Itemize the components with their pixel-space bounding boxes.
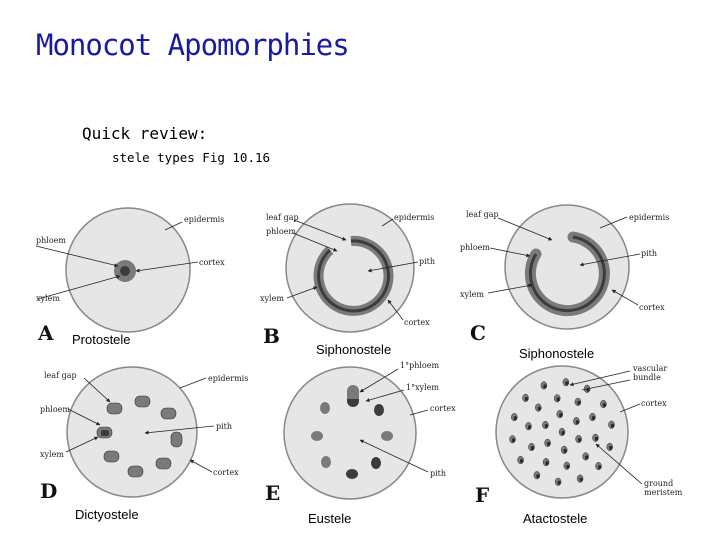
bundle-xylem bbox=[578, 438, 582, 442]
caption-protostele: Protostele bbox=[72, 332, 131, 347]
bundle-xylem bbox=[597, 465, 602, 470]
review-heading: Quick review: bbox=[82, 124, 208, 143]
panel-f-atactostele: vascular bundle cortex ground meristem F bbox=[475, 364, 683, 507]
label-xylem: xylem bbox=[460, 290, 484, 299]
scattered-vascular-bundles bbox=[509, 378, 615, 486]
bundle-xylem bbox=[609, 445, 613, 450]
bundle-xylem bbox=[556, 397, 560, 402]
label-cortex: cortex bbox=[199, 258, 225, 267]
bundle-xylem bbox=[610, 423, 615, 428]
bundle-xylem bbox=[530, 446, 535, 450]
bundle-xylem bbox=[575, 420, 580, 425]
label-bundle: bundle bbox=[633, 373, 661, 382]
label-pith: pith bbox=[419, 257, 435, 266]
caption-atactostele: Atactostele bbox=[523, 511, 588, 526]
bundle-xylem bbox=[563, 448, 567, 453]
label-epidermis: epidermis bbox=[208, 374, 248, 383]
label-leaf-gap: leaf gap bbox=[266, 213, 299, 222]
label-pith: pith bbox=[430, 469, 446, 478]
bundle-xylem bbox=[513, 416, 517, 421]
label-cortex: cortex bbox=[213, 468, 239, 477]
label-leaf-gap: leaf gap bbox=[466, 210, 499, 219]
xylem-ring bbox=[528, 235, 606, 313]
panel-letter: F bbox=[475, 483, 489, 507]
xylem-ring bbox=[317, 239, 391, 313]
label-cortex: cortex bbox=[639, 303, 665, 312]
meristele-bundles bbox=[96, 395, 183, 478]
bundle-xylem bbox=[544, 424, 549, 428]
panel-c-siphonostele: leaf gap epidermis phloem pith xylem cor… bbox=[460, 204, 669, 345]
bundle-xylem bbox=[591, 416, 596, 420]
bundle-xylem bbox=[537, 406, 541, 411]
bundle-xylem bbox=[559, 413, 563, 418]
label-phloem: phloem bbox=[460, 243, 490, 252]
caption-siphonostele-b: Siphonostele bbox=[316, 342, 392, 357]
label-epidermis: epidermis bbox=[394, 213, 434, 222]
label-meristem: meristem bbox=[644, 488, 683, 497]
caption-siphonostele-c: Siphonostele bbox=[519, 346, 595, 361]
bundle-xylem bbox=[527, 425, 532, 430]
xylem-core bbox=[120, 266, 130, 276]
label-cortex: cortex bbox=[430, 404, 456, 413]
bundle-xylem bbox=[594, 436, 599, 441]
bundle-xylem bbox=[511, 438, 516, 443]
panel-letter: E bbox=[265, 481, 280, 505]
bundle-xylem bbox=[585, 455, 589, 460]
slide-title: Monocot Apomorphies bbox=[36, 28, 350, 62]
label-xylem: xylem bbox=[36, 294, 60, 303]
bundle-xylem bbox=[520, 459, 524, 463]
panel-letter: C bbox=[470, 321, 486, 345]
bundle-xylem bbox=[557, 480, 561, 485]
panel-d-dictyostele: leaf gap epidermis phloem pith xylem cor… bbox=[40, 366, 248, 503]
panel-letter: B bbox=[263, 324, 280, 348]
stem-cross-section bbox=[283, 366, 417, 500]
panel-letter: D bbox=[40, 479, 57, 503]
panel-b-siphonostele: leaf gap epidermis phloem pith xylem cor… bbox=[260, 203, 435, 348]
bundle-xylem bbox=[545, 461, 549, 466]
caption-dictyostele: Dictyostele bbox=[75, 507, 139, 522]
bundle-xylem bbox=[577, 400, 581, 405]
label-primary-phloem: 1°phloem bbox=[400, 361, 439, 370]
label-pith: pith bbox=[216, 422, 232, 431]
bundle-xylem bbox=[547, 441, 551, 446]
bundle-xylem bbox=[566, 464, 570, 469]
bundle-xylem bbox=[602, 403, 607, 407]
label-xylem: xylem bbox=[40, 450, 64, 459]
label-cortex: cortex bbox=[404, 318, 430, 327]
bundle-xylem bbox=[561, 431, 565, 435]
bundle-xylem bbox=[543, 384, 547, 389]
label-primary-xylem: 1°xylem bbox=[406, 383, 439, 392]
label-phloem: phloem bbox=[40, 405, 70, 414]
label-cortex: cortex bbox=[641, 399, 667, 408]
bundle-xylem bbox=[565, 381, 569, 386]
label-phloem: phloem bbox=[266, 227, 296, 236]
vascular-bundles bbox=[311, 385, 393, 479]
bundle-xylem bbox=[536, 474, 540, 479]
bundle-xylem bbox=[524, 396, 529, 401]
bundle-xylem bbox=[579, 477, 583, 482]
panel-e-eustele: 1°phloem 1°xylem cortex pith E bbox=[265, 361, 456, 505]
label-pith: pith bbox=[641, 249, 657, 258]
label-leaf-gap: leaf gap bbox=[44, 371, 77, 380]
label-ground: ground bbox=[644, 479, 673, 488]
panel-a-protostele: epidermis phloem cortex xylem A bbox=[35, 207, 225, 345]
label-phloem: phloem bbox=[36, 236, 66, 245]
label-epidermis: epidermis bbox=[629, 213, 669, 222]
label-xylem: xylem bbox=[260, 294, 284, 303]
figure-reference: stele types Fig 10.16 bbox=[112, 150, 271, 165]
panel-letter: A bbox=[37, 321, 54, 345]
label-epidermis: epidermis bbox=[184, 215, 224, 224]
caption-eustele: Eustele bbox=[308, 511, 352, 526]
label-vascular: vascular bbox=[632, 364, 667, 373]
